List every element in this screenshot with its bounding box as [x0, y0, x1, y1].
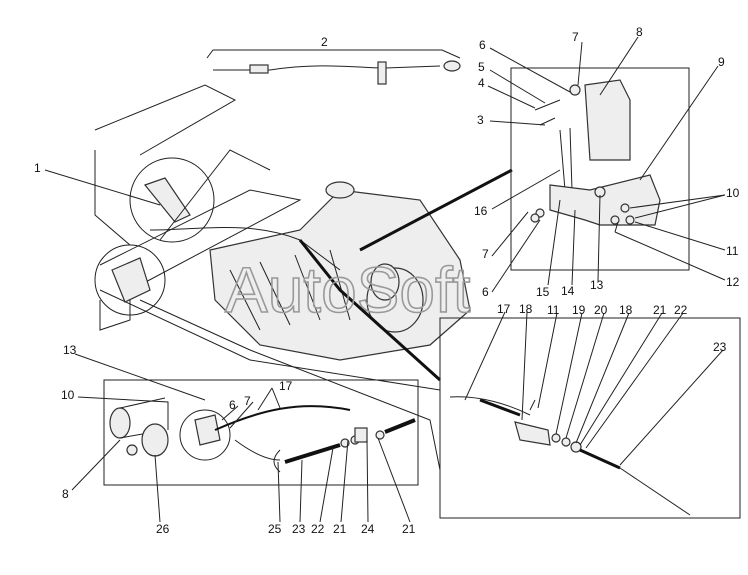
callout-labels: 2 1 6 7 8 9 5 4 3 16 10 11 12 7 6 15 14 … [34, 25, 740, 536]
callout-19: 19 [572, 303, 586, 317]
callout-21b: 21 [402, 522, 416, 536]
engine [209, 181, 471, 361]
callout-24: 24 [361, 522, 375, 536]
callout-20: 20 [594, 303, 608, 317]
throttle-rod [359, 168, 513, 252]
callout-22: 22 [311, 522, 325, 536]
leader-lines [44, 36, 726, 523]
callout-7: 7 [572, 30, 579, 44]
callout-8: 8 [636, 25, 643, 39]
detail-box-cable-end [439, 317, 741, 519]
callout-9: 9 [718, 55, 725, 69]
callout-17: 17 [279, 379, 293, 393]
callout-13: 13 [590, 278, 604, 292]
callout-10: 10 [61, 388, 75, 402]
callout-14: 14 [561, 284, 575, 298]
callout-13: 13 [63, 343, 77, 357]
callout-7b: 7 [482, 247, 489, 261]
callout-6: 6 [479, 38, 486, 52]
detail-box-bracket [510, 67, 690, 271]
callout-21: 21 [653, 303, 667, 317]
callout-15: 15 [536, 285, 550, 299]
callout-21: 21 [333, 522, 347, 536]
pedal [94, 149, 442, 382]
callout-7: 7 [244, 394, 251, 408]
callout-11: 11 [547, 303, 560, 317]
callout-17: 17 [497, 302, 511, 316]
watermark: AutoSoft [225, 254, 471, 326]
callout-26: 26 [156, 522, 170, 536]
callout-6b: 6 [482, 285, 489, 299]
callout-18: 18 [519, 302, 533, 316]
callout-5: 5 [478, 60, 485, 74]
callout-16: 16 [474, 204, 488, 218]
detail-box-pedal-cable [103, 379, 419, 486]
callout-18b: 18 [619, 303, 633, 317]
callout-6: 6 [229, 398, 236, 412]
callout-10: 10 [726, 186, 740, 200]
callout-11: 11 [726, 244, 739, 258]
callout-12: 12 [726, 275, 740, 289]
callout-23: 23 [713, 340, 727, 354]
callout-2: 2 [321, 35, 328, 49]
cable-assembly-top [206, 49, 461, 85]
callout-1: 1 [34, 161, 41, 175]
callout-4: 4 [478, 76, 485, 90]
callout-22: 22 [674, 303, 688, 317]
callout-23: 23 [292, 522, 306, 536]
callout-3: 3 [477, 113, 484, 127]
callout-8: 8 [62, 487, 69, 501]
callout-25: 25 [268, 522, 282, 536]
